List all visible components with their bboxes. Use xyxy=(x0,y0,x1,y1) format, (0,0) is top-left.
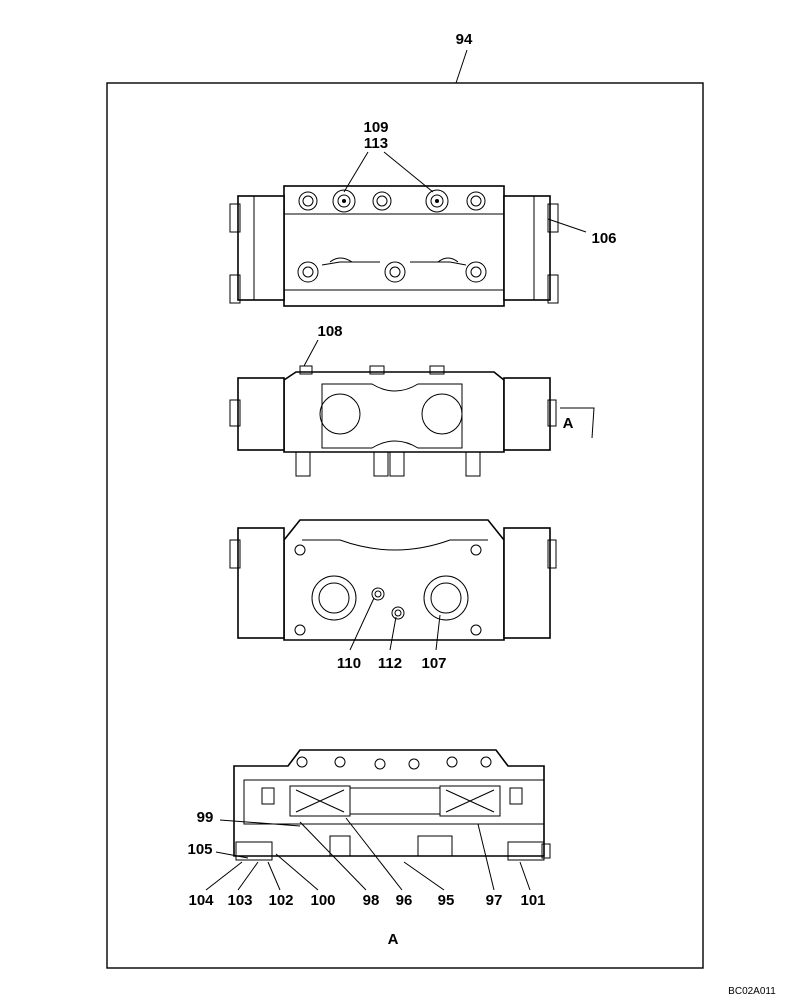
bottom-right-port xyxy=(423,575,469,621)
top-left-cap xyxy=(237,195,285,301)
callout-112: 112 xyxy=(378,655,402,672)
callout-105: 105 xyxy=(187,841,212,858)
callout-96: 96 xyxy=(396,892,413,909)
leader-104 xyxy=(205,861,243,891)
callout-100: 100 xyxy=(310,892,335,909)
section-body xyxy=(233,749,545,857)
section-view-label: A xyxy=(388,931,399,948)
leader-105 xyxy=(215,851,249,859)
top-view-body xyxy=(283,185,505,307)
front-view-body xyxy=(283,371,505,453)
top-row-bolts xyxy=(298,189,486,213)
callout-97: 97 xyxy=(486,892,503,909)
callout-103: 103 xyxy=(227,892,252,909)
callout-110: 110 xyxy=(337,655,361,672)
callout-113: 113 xyxy=(364,135,388,152)
leader-106 xyxy=(547,218,587,233)
leader-112 xyxy=(389,616,397,651)
section-view-a xyxy=(233,749,551,861)
section-marker-a: A xyxy=(563,415,574,432)
leader-100 xyxy=(275,853,319,891)
callout-107: 107 xyxy=(421,655,446,672)
top-view xyxy=(229,185,559,307)
right-plug xyxy=(507,841,545,861)
bottom-view-body xyxy=(283,519,505,641)
leader-99 xyxy=(219,819,301,827)
callout-98: 98 xyxy=(363,892,380,909)
bottom-right-cap xyxy=(503,527,551,639)
plug-110 xyxy=(371,587,385,601)
bottom-left-port xyxy=(311,575,357,621)
leader-103 xyxy=(237,861,259,891)
right-port xyxy=(421,393,463,435)
front-right-cap xyxy=(503,377,551,451)
leader-109-right xyxy=(383,151,434,193)
leader-109-left xyxy=(343,151,369,193)
front-view xyxy=(229,365,557,477)
bottom-view xyxy=(229,519,557,641)
top-right-cap xyxy=(503,195,551,301)
bottom-row-bolts xyxy=(297,261,487,283)
callout-109: 109 xyxy=(363,119,388,136)
callout-99: 99 xyxy=(197,809,214,826)
callout-95: 95 xyxy=(438,892,455,909)
leader-94 xyxy=(455,49,468,84)
callout-104: 104 xyxy=(188,892,214,909)
callout-94: 94 xyxy=(456,31,473,48)
leader-95 xyxy=(403,861,445,891)
leader-107 xyxy=(435,614,441,651)
leader-110 xyxy=(349,597,375,651)
leader-97 xyxy=(477,823,495,891)
callout-106: 106 xyxy=(591,230,616,247)
callout-101: 101 xyxy=(520,892,545,909)
leader-108 xyxy=(303,339,319,367)
drawing-code: BC02A011 xyxy=(728,986,776,997)
spool xyxy=(349,787,441,815)
callout-102: 102 xyxy=(268,892,293,909)
leader-101 xyxy=(519,861,531,891)
left-plug xyxy=(235,841,273,861)
leader-98 xyxy=(299,821,367,891)
bottom-left-cap xyxy=(237,527,285,639)
callout-108: 108 xyxy=(317,323,342,340)
left-port xyxy=(319,393,361,435)
assembly-frame xyxy=(106,82,704,969)
section-arrow xyxy=(560,407,595,439)
leader-102 xyxy=(267,861,281,891)
leader-96 xyxy=(345,817,403,891)
front-left-cap xyxy=(237,377,285,451)
plug-112 xyxy=(391,606,405,620)
